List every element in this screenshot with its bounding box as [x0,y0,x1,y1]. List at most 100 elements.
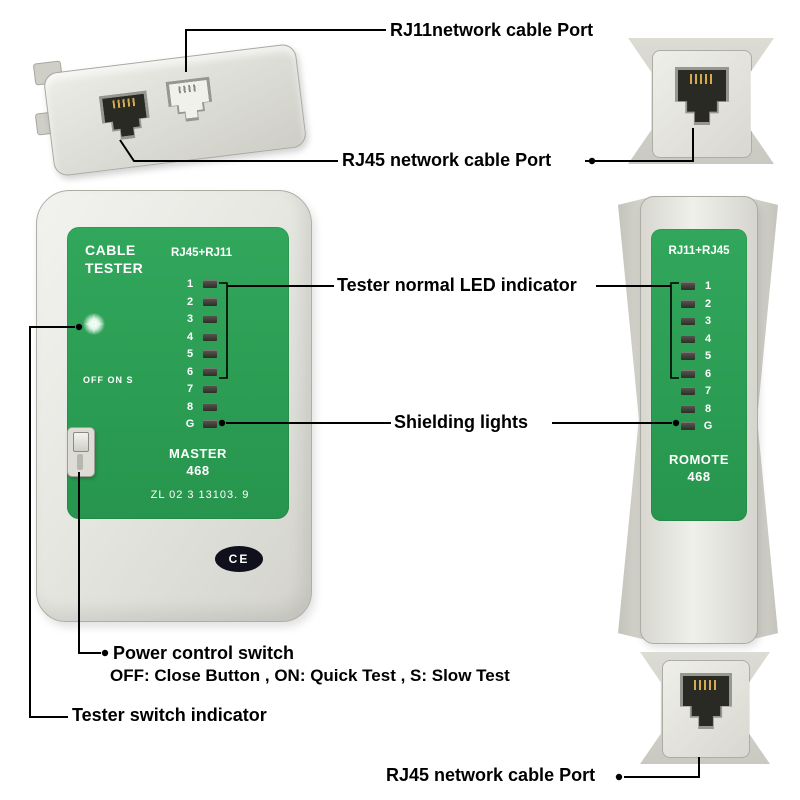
master-name: MASTER [169,446,227,461]
led-row: 5 [681,350,713,362]
label-rj45-port-bottom: RJ45 network cable Port [386,765,596,785]
master-model: 468 [186,463,210,478]
brand-line1: CABLE [85,242,136,258]
led-indicator [681,282,695,290]
led-number: 2 [704,297,712,310]
rj45-pins-icon [112,98,135,109]
master-top-view [32,42,310,178]
master-name-block: MASTER 468 [153,445,243,479]
led-indicator [681,404,695,413]
led-indicator [681,422,695,430]
remote-green-panel: RJ11+RJ45 1 2 3 4 5 6 7 8 G ROMOTE 468 [651,229,747,521]
label-rj11-port: RJ11network cable Port [390,20,594,40]
brand-text: CABLE TESTER [85,241,143,277]
led-indicator [203,385,217,393]
label-shielding-lights: Shielding lights [394,412,528,432]
led-row: 2 [681,298,713,310]
remote-name-block: ROMOTE 468 [651,451,747,485]
master-unit: CABLE TESTER RJ45+RJ11 1 2 3 4 5 6 7 8 G… [36,190,312,622]
led-number: G [185,418,195,430]
rj11-pins-icon [178,84,199,94]
led-indicator [681,299,695,308]
led-row: 4 [681,333,713,345]
led-row: 7 [681,385,713,397]
led-row: 2 [185,296,217,308]
led-number: 8 [704,402,712,415]
led-number: 1 [704,280,712,292]
led-number: 4 [186,330,194,343]
led-indicator [203,420,217,428]
led-number: 6 [186,365,194,378]
led-row: 6 [185,366,217,378]
led-indicator [203,367,217,376]
led-row: 8 [681,403,713,415]
led-number: 5 [704,350,712,362]
led-row: 3 [681,315,713,327]
led-row: 4 [185,331,217,343]
label-rj45-port-top: RJ45 network cable Port [342,150,552,170]
led-row: 1 [185,278,217,290]
remote-led-column: 1 2 3 4 5 6 7 8 G [681,280,713,432]
led-row: 3 [185,313,217,325]
led-number: 4 [704,332,712,345]
remote-model: 468 [687,469,711,484]
led-row: 6 [681,368,713,380]
led-number: 6 [704,367,712,380]
label-power-switch: Power control switch [113,643,295,663]
remote-name: ROMOTE [668,452,730,467]
led-indicator [681,387,695,395]
led-row: 5 [185,348,217,360]
remote-unit: RJ11+RJ45 1 2 3 4 5 6 7 8 G ROMOTE 468 [618,196,778,644]
led-number: 7 [704,385,712,397]
remote-port-type: RJ11+RJ45 [668,245,730,257]
remote-body: RJ11+RJ45 1 2 3 4 5 6 7 8 G ROMOTE 468 [640,196,758,644]
master-port-type: RJ45+RJ11 [171,247,233,259]
remote-bottom-view [640,652,770,764]
led-row: G [681,420,713,432]
rj45-pins-icon [689,73,715,85]
led-row: G [185,418,217,430]
label-tester-switch: Tester switch indicator [72,705,267,725]
master-led-column: 1 2 3 4 5 6 7 8 G [185,278,217,430]
led-row: 7 [185,383,217,395]
led-number: 5 [186,348,194,360]
led-indicator [203,297,217,306]
power-switch-slot [77,454,83,470]
remote-top-face [652,50,752,158]
rj45-jack-cavity [683,676,729,726]
rj11-jack-cavity [169,80,211,120]
power-switch [67,427,95,477]
mode-labels: OFF ON S [83,375,134,385]
led-indicator [203,280,217,288]
led-indicator [681,317,695,325]
rj11-port-icon [166,77,215,124]
label-power-switch-modes: OFF: Close Button , ON: Quick Test , S: … [110,666,510,685]
led-number: 7 [186,383,194,395]
led-number: 2 [186,295,194,308]
master-green-panel: CABLE TESTER RJ45+RJ11 1 2 3 4 5 6 7 8 G… [67,227,289,519]
rj45-port-icon [680,673,732,729]
tester-switch-indicator-led [83,313,105,335]
rj45-port-icon [675,67,729,125]
brand-line2: TESTER [85,260,144,276]
led-number: G [703,420,713,432]
serial-number: ZL 02 3 13103. 9 [150,489,250,501]
master-top-face [42,42,308,178]
led-number: 3 [704,315,712,327]
led-number: 3 [186,313,194,325]
led-row: 8 [185,401,217,413]
led-indicator [203,350,217,358]
led-number: 8 [186,400,194,413]
label-led-indicator: Tester normal LED indicator [337,275,577,295]
rj45-pins-icon [694,679,718,690]
led-indicator [681,352,695,360]
led-indicator [203,402,217,411]
led-number: 1 [186,278,194,290]
rj45-jack-cavity [678,70,726,122]
led-indicator [681,334,695,343]
remote-top-view [628,38,774,164]
power-switch-knob [73,432,89,452]
rj45-port-icon [99,90,152,142]
remote-bottom-face [662,660,750,758]
